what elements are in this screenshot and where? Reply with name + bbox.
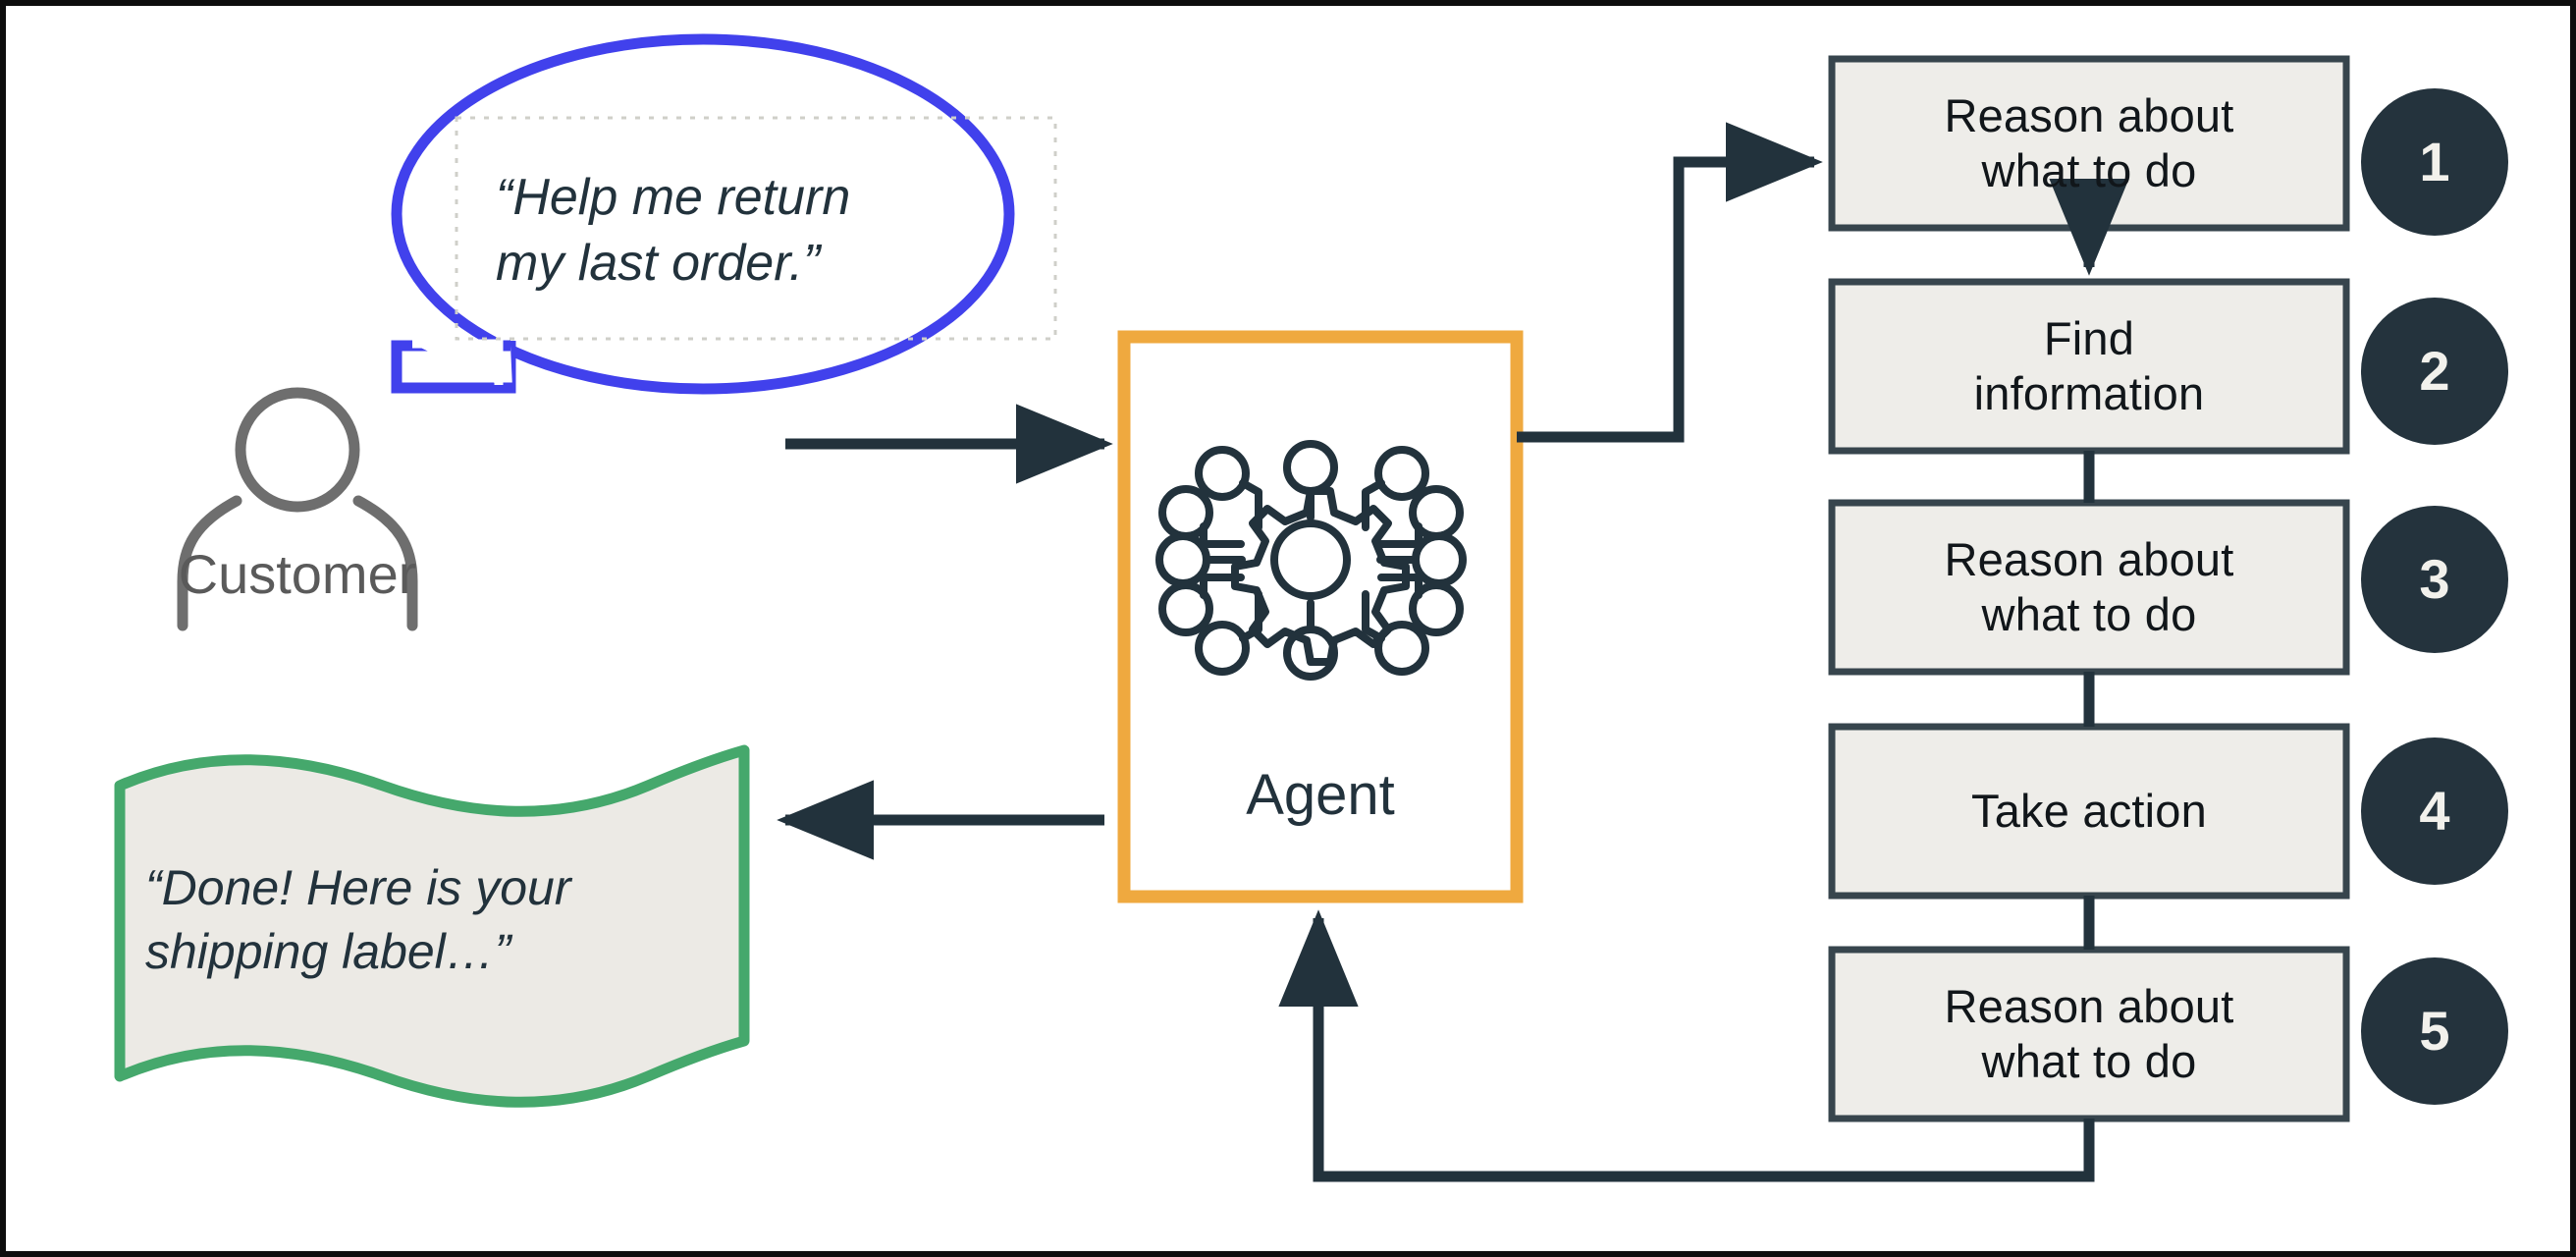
step-badges	[2361, 88, 2508, 1105]
badge-2	[2361, 298, 2508, 445]
agent-box	[1117, 330, 1524, 903]
step-box-5-label: Reason about what to do	[1944, 979, 2234, 1087]
badge-2-label: 2	[2419, 340, 2450, 403]
connector-step-5-to-agent	[1278, 909, 2095, 1182]
step-box-3-label: Reason about what to do	[1944, 532, 2234, 640]
badge-4-label: 4	[2419, 780, 2450, 843]
gear-network-icon	[1155, 440, 1467, 681]
step-box-4	[1828, 723, 2350, 900]
badge-1-label: 1	[2419, 131, 2450, 193]
step-box-4-label: Take action	[1971, 784, 2207, 837]
step-box-2-label: Find information	[1973, 311, 2205, 419]
customer-label: Customer	[178, 543, 417, 606]
step-box-3	[1828, 499, 2350, 676]
agent-label: Agent	[1246, 763, 1395, 828]
step-box-2	[1828, 278, 2350, 455]
connectors	[777, 122, 2129, 1182]
response-banner	[114, 744, 750, 1108]
connector-agent-to-step-1	[1517, 122, 1823, 443]
step-boxes	[1828, 55, 2350, 1122]
bubble-text-guide	[455, 116, 1057, 341]
badge-5-label: 5	[2419, 1000, 2450, 1063]
badge-5	[2361, 957, 2508, 1105]
person-outline-icon	[177, 387, 418, 631]
step-box-1-label: Reason about what to do	[1944, 88, 2234, 196]
badge-3	[2361, 506, 2508, 653]
response-banner-text: “Done! Here is your shipping label…”	[145, 860, 571, 979]
badge-1	[2361, 88, 2508, 236]
speech-bubble	[391, 33, 1057, 395]
badge-4	[2361, 738, 2508, 885]
speech-bubble-text: “Help me return my last order.”	[496, 169, 851, 292]
badge-3-label: 3	[2419, 548, 2450, 611]
